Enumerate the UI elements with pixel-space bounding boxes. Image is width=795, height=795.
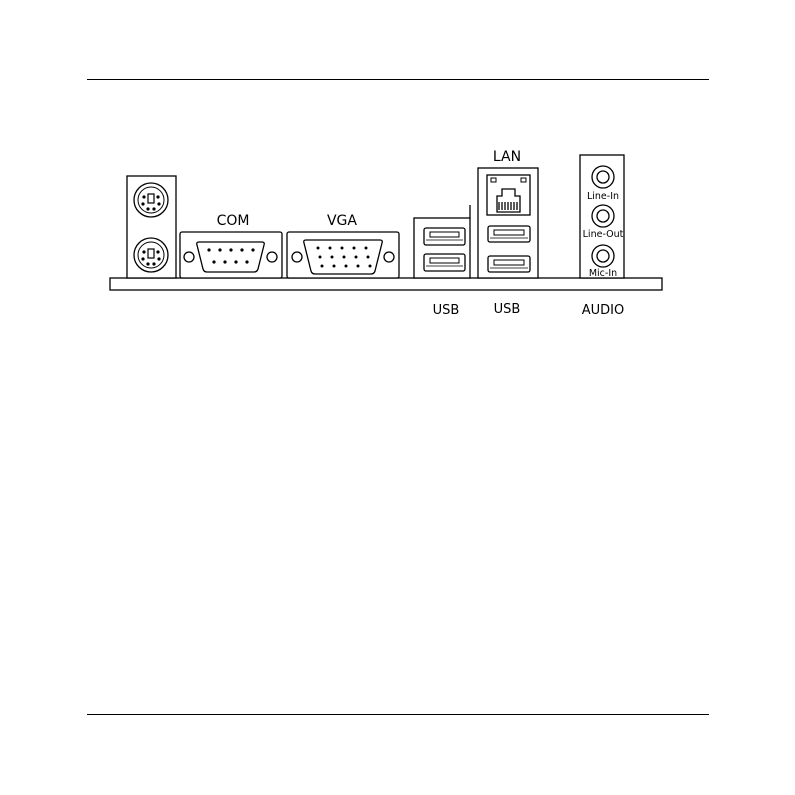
- com-port: [180, 232, 282, 278]
- usb-stack-left: [414, 205, 470, 278]
- usb-left-label: USB: [433, 303, 460, 318]
- lan-usb-stack: [478, 168, 538, 278]
- line-out-label: Line-Out: [583, 229, 624, 240]
- line-in-label: Line-In: [587, 191, 619, 202]
- vga-label: VGA: [327, 213, 357, 229]
- mic-in-label: Mic-In: [589, 268, 617, 279]
- audio-stack: [580, 155, 624, 278]
- io-base-plate: [110, 278, 662, 290]
- usb-right-label: USB: [494, 302, 521, 317]
- vga-port: [287, 232, 399, 278]
- ps2-ports: [127, 176, 176, 278]
- com-label: COM: [217, 213, 250, 229]
- audio-label: AUDIO: [582, 303, 625, 318]
- lan-label: LAN: [493, 149, 521, 165]
